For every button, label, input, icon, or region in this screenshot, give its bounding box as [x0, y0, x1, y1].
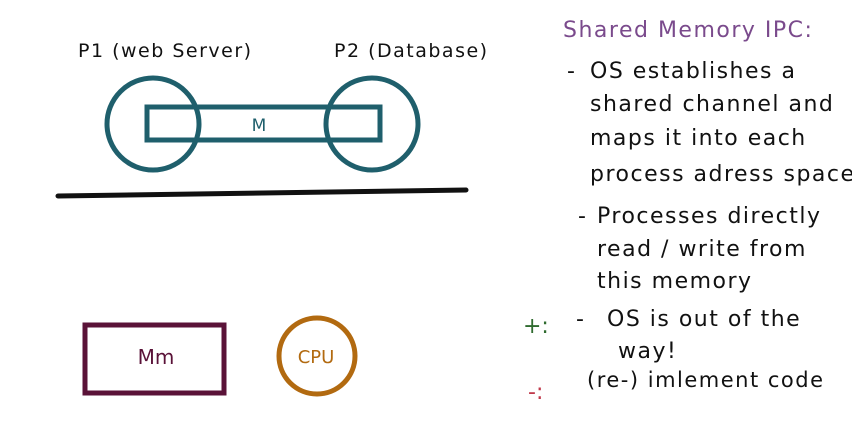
cpu-circle	[276, 315, 358, 397]
kernel-boundary-line	[55, 187, 469, 199]
con-line: (re-) imlement code	[587, 368, 825, 392]
bullet-1-line-2: shared channel and	[590, 92, 834, 117]
p1-process-circle	[104, 75, 202, 173]
con-symbol: -:	[528, 380, 543, 405]
bullet-1-line-1: OS establishes a	[590, 59, 796, 84]
main-memory-label: Mm	[138, 345, 175, 369]
p2-label: P2 (Database)	[334, 40, 489, 62]
pro-symbol: +:	[523, 314, 549, 339]
bullet-1-line-4: process adress space	[590, 162, 852, 187]
bullet-2-line-1: Processes directly	[597, 204, 821, 229]
p2-process-circle	[323, 75, 421, 173]
main-memory-box	[82, 322, 227, 396]
shared-memory-region	[144, 104, 383, 143]
shared-memory-label: M	[252, 116, 267, 136]
pro-line-1: OS is out of the	[607, 307, 801, 332]
cpu-label: CPU	[298, 347, 335, 368]
bullet-2-line-2: read / write from	[597, 237, 807, 262]
pro-marker: -	[576, 307, 584, 332]
p1-label: P1 (web Server)	[78, 40, 253, 62]
bullet-2-marker: -	[578, 204, 586, 229]
bullet-1-marker: -	[567, 59, 575, 84]
notes-title: Shared Memory IPC:	[563, 18, 813, 43]
bullet-2-line-3: this memory	[597, 269, 753, 294]
pro-line-2: way!	[618, 339, 677, 364]
bullet-1-line-3: maps it into each	[590, 126, 807, 151]
